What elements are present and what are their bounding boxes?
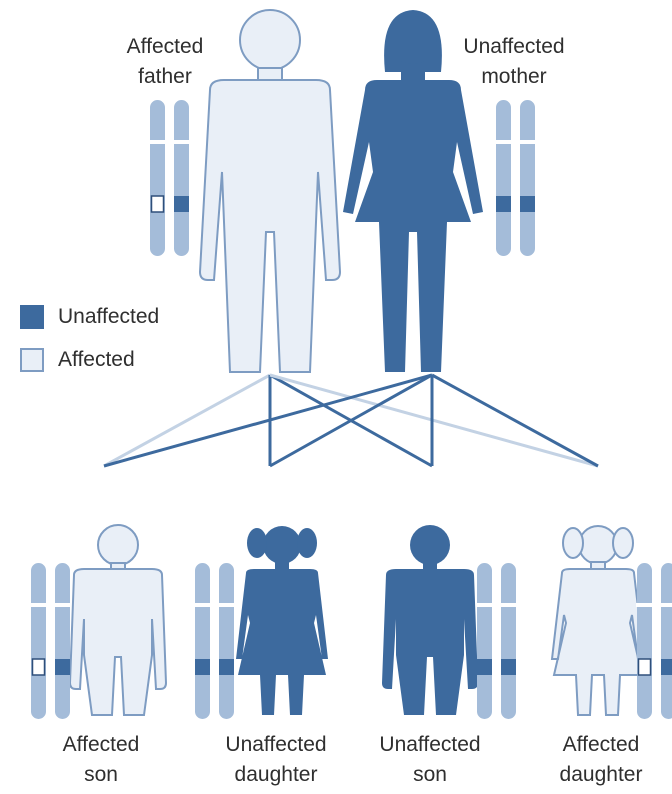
label-line1: Affected (536, 730, 666, 760)
label-line2: mother (444, 62, 584, 92)
chromosome-pair-father (149, 100, 190, 256)
centromere (149, 140, 166, 144)
label-line2: son (360, 760, 500, 790)
mother-to-affected-daughter (432, 375, 598, 466)
father-to-affected-daughter (270, 375, 598, 466)
chromosome (174, 100, 189, 256)
affected-daughter-figure (552, 526, 644, 715)
label-unaffected-daughter: Unaffected daughter (206, 730, 346, 790)
chromosome-pair-unaffected-daughter (194, 563, 235, 719)
centromere (660, 603, 672, 607)
unaffected-gene-band (661, 659, 672, 675)
chromosome (150, 100, 165, 256)
label-affected-father: Affected father (100, 32, 230, 92)
chromosome-pair-affected-son (30, 563, 71, 719)
label-line1: Affected (46, 730, 156, 760)
chromosome (31, 563, 46, 719)
legend-swatch-unaffected (20, 305, 44, 329)
centromere (30, 603, 47, 607)
affected-son-figure (70, 525, 166, 715)
chromosome (637, 563, 652, 719)
label-line1: Unaffected (360, 730, 500, 760)
label-line1: Unaffected (444, 32, 584, 62)
label-line1: Unaffected (206, 730, 346, 760)
label-line2: son (46, 760, 156, 790)
chromosome (661, 563, 672, 719)
label-affected-daughter: Affected daughter (536, 730, 666, 790)
label-line1: Affected (100, 32, 230, 62)
unaffected-gene-band (496, 196, 511, 212)
legend-swatch-affected (20, 348, 44, 372)
affected-gene-band (152, 196, 164, 212)
label-unaffected-mother: Unaffected mother (444, 32, 584, 92)
unaffected-gene-band (477, 659, 492, 675)
centromere (476, 603, 493, 607)
chromosome-pair-affected-daughter (636, 563, 672, 719)
unaffected-gene-band (55, 659, 70, 675)
unaffected-gene-band (219, 659, 234, 675)
chromosome (477, 563, 492, 719)
affected-gene-band (639, 659, 651, 675)
unaffected-gene-band (174, 196, 189, 212)
centromere (636, 603, 653, 607)
mother-to-affected-son (104, 375, 432, 466)
label-line2: father (100, 62, 230, 92)
chromosome (496, 100, 511, 256)
centromere (218, 603, 235, 607)
centromere (194, 603, 211, 607)
label-unaffected-son: Unaffected son (360, 730, 500, 790)
affected-gene-band (33, 659, 45, 675)
centromere (173, 140, 190, 144)
unaffected-gene-band (520, 196, 535, 212)
label-line2: daughter (206, 760, 346, 790)
chromosome (195, 563, 210, 719)
legend-label-unaffected: Unaffected (58, 305, 159, 329)
father-to-affected-son (104, 375, 270, 466)
chromosome (219, 563, 234, 719)
label-affected-son: Affected son (46, 730, 156, 790)
chromosome-pair-unaffected-son (476, 563, 517, 719)
unaffected-son-figure (382, 525, 478, 715)
chromosome (520, 100, 535, 256)
centromere (54, 603, 71, 607)
inheritance-lines (104, 375, 598, 466)
centromere (495, 140, 512, 144)
unaffected-gene-band (195, 659, 210, 675)
centromere (500, 603, 517, 607)
chromosome (501, 563, 516, 719)
legend-label-affected: Affected (58, 348, 135, 372)
label-line2: daughter (536, 760, 666, 790)
centromere (519, 140, 536, 144)
chromosome-pair-mother (495, 100, 536, 256)
unaffected-gene-band (501, 659, 516, 675)
chromosome (55, 563, 70, 719)
unaffected-daughter-figure (236, 526, 328, 715)
